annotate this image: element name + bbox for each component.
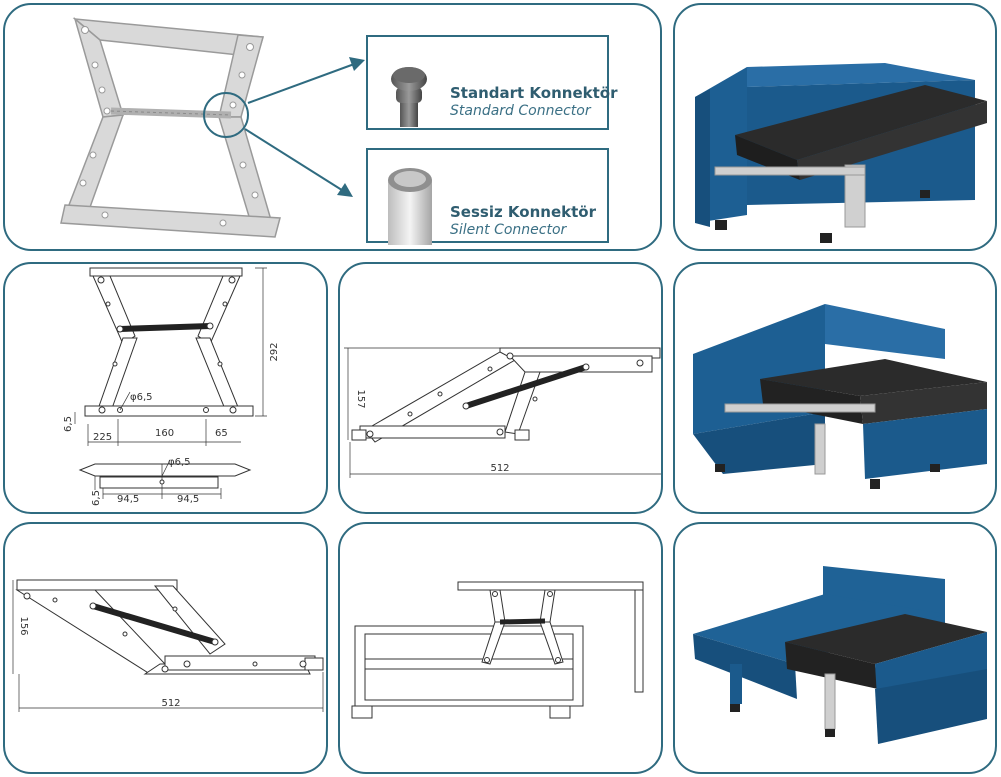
standard-connector-subtitle: Standard Connector xyxy=(450,103,591,119)
top-view-drawing: φ6,5 94,5 94,5 6,5 xyxy=(78,457,252,506)
sofa-bed-open-image xyxy=(693,566,987,744)
sofa-half-open-image xyxy=(693,304,987,489)
dim-thickness: 6,5 xyxy=(91,490,102,506)
dim-diameter-top: φ6,5 xyxy=(168,457,191,468)
sofa-half-open-panel xyxy=(673,262,997,514)
dim-height-292: 292 xyxy=(269,342,280,361)
dim-foot-height: 6,5 xyxy=(63,416,74,432)
sofa-bed-open-panel xyxy=(673,522,997,774)
open-side-view-panel: 157 512 xyxy=(338,262,663,514)
standard-connector-title: Standart Konnektör xyxy=(450,84,618,102)
dim-diameter-front: φ6,5 xyxy=(130,392,153,403)
dim-extended-width: 512 xyxy=(161,698,180,709)
open-side-view-drawing: 157 512 xyxy=(344,347,661,478)
standard-connector-box: Standart Konnektör Standard Connector xyxy=(366,35,617,130)
extended-side-view-drawing: 156 512 xyxy=(12,579,324,712)
mechanism-connector-panel: Standart Konnektör Standard Connector Se… xyxy=(3,3,662,251)
dim-extended-height: 156 xyxy=(18,616,29,635)
dim-offset-left: 225 xyxy=(93,432,112,443)
standard-connector-icon xyxy=(391,67,427,127)
dim-half-left: 94,5 xyxy=(117,494,139,505)
silent-connector-subtitle: Silent Connector xyxy=(450,222,567,238)
table-frame-drawing xyxy=(351,581,644,719)
dim-half-right: 94,5 xyxy=(177,494,199,505)
dim-offset-right: 65 xyxy=(215,428,228,439)
mechanism-3d-drawing xyxy=(60,16,365,238)
extended-side-view-panel: 156 512 xyxy=(3,522,328,774)
dim-open-height: 157 xyxy=(355,389,366,408)
sofa-closed-image xyxy=(695,63,987,243)
dim-hole-spacing: 160 xyxy=(155,428,174,439)
front-view-drawing: 292 φ6,5 225 160 65 6,5 xyxy=(63,267,280,446)
dim-open-width: 512 xyxy=(490,463,509,474)
silent-connector-icon xyxy=(388,168,432,245)
front-top-dimension-panel: 292 φ6,5 225 160 65 6,5 φ6,5 94,5 94,5 6… xyxy=(3,262,328,514)
silent-connector-title: Sessiz Konnektör xyxy=(450,203,596,221)
sofa-closed-panel xyxy=(673,3,997,251)
silent-connector-box: Sessiz Konnektör Silent Connector xyxy=(366,148,609,245)
table-frame-view-panel xyxy=(338,522,663,774)
